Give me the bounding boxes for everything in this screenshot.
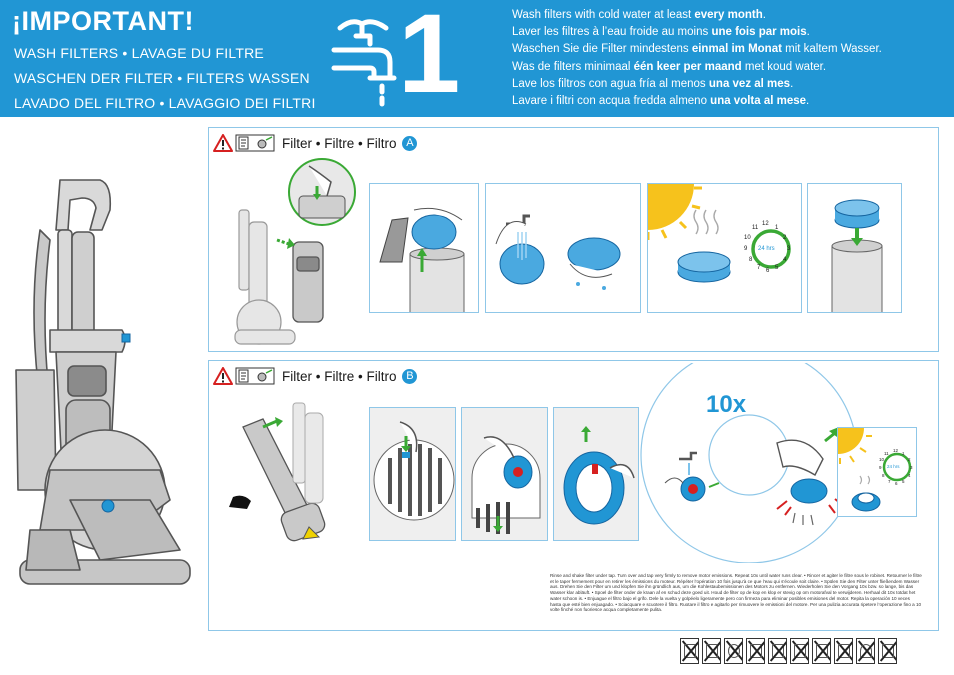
instruction-line: Wash filters with cold water at least ev… xyxy=(512,9,766,21)
step-a-replace xyxy=(807,183,902,313)
vacuum-tilted-illustration xyxy=(229,402,326,542)
step-a-dry: 24 hrs 12 1 2 3 4 5 6 7 8 9 10 11 xyxy=(647,183,802,313)
clock-number: 6 xyxy=(895,481,898,486)
clock-number: 11 xyxy=(752,225,759,231)
subtitle-line: LAVADO DEL FILTRO • LAVAGGIO DEI FILTRI xyxy=(14,95,316,111)
step-a-remove xyxy=(369,183,479,313)
manual-icon xyxy=(235,367,275,385)
clock-icon xyxy=(882,452,912,482)
vacuum-removal-illustration xyxy=(234,209,324,345)
step-number: 1 xyxy=(398,0,461,116)
clock-icon xyxy=(751,229,791,269)
care-symbols xyxy=(680,638,897,664)
clock-number: 9 xyxy=(879,465,882,470)
step-b-lift xyxy=(553,407,639,541)
clock-number: 12 xyxy=(762,221,769,227)
clock-number: 4 xyxy=(783,257,787,263)
instruction-line: Lave los filtros con agua fría al menos … xyxy=(512,77,794,90)
panel-a-title: Filter • Filtre • Filtro A xyxy=(282,136,418,151)
step-b-dry: 24 hrs 12 1 2 3 4 5 6 7 8 9 10 11 xyxy=(837,427,917,517)
no-detergent-icon xyxy=(680,638,699,664)
warning-icon xyxy=(213,134,233,152)
manual-icon xyxy=(235,134,275,152)
subtitle-line: WASH FILTERS • LAVAGE DU FILTRE xyxy=(14,45,264,61)
no-radiator-icon xyxy=(812,638,831,664)
no-dishwasher-icon xyxy=(702,638,721,664)
warning-icons xyxy=(213,367,275,385)
filter-letter-badge: B xyxy=(402,369,418,384)
no-heater-icon xyxy=(834,638,853,664)
clock-number: 6 xyxy=(766,268,770,274)
clock-number: 4 xyxy=(908,473,911,478)
instruction-line: Waschen Sie die Filter mindestens einmal… xyxy=(512,43,882,56)
warning-icon xyxy=(213,367,233,385)
no-washing-machine-icon xyxy=(724,638,743,664)
vacuum-illustration xyxy=(15,179,191,585)
filter-removal-illustration xyxy=(379,207,465,312)
step-a-rinse xyxy=(485,183,641,313)
clock-number: 12 xyxy=(893,448,899,453)
filter-a-location-zoom xyxy=(288,158,356,226)
repeat-count: 10x xyxy=(706,391,747,418)
clock-label: 24 hrs xyxy=(758,246,775,252)
instruction-line: Lavare i filtri con acqua fredda almeno … xyxy=(512,95,810,108)
instruction-line: Was de filters minimaal één keer per maa… xyxy=(512,60,827,73)
clock-number: 1 xyxy=(902,451,905,456)
subtitle-line: WASCHEN DER FILTER • FILTERS WASSEN xyxy=(14,70,310,86)
header-banner: ¡IMPORTANT! WASH FILTERS • LAVAGE DU FIL… xyxy=(0,0,954,117)
no-fire-icon xyxy=(856,638,875,664)
no-dryer-icon xyxy=(746,638,765,664)
step-b-unlock xyxy=(369,407,456,541)
warning-icons xyxy=(213,134,275,152)
water-tap-icon xyxy=(331,19,397,107)
clock-number: 11 xyxy=(884,451,889,456)
clock-number: 5 xyxy=(902,479,905,484)
clock-number: 3 xyxy=(910,465,913,470)
filter-dry-illustration xyxy=(648,184,731,283)
clock-number: 2 xyxy=(908,457,911,462)
clock-number: 2 xyxy=(783,235,787,241)
filter-b-panel: Filter • Filtre • Filtro B xyxy=(208,360,939,631)
clock-number: 7 xyxy=(888,479,891,484)
clock-number: 10 xyxy=(879,457,885,462)
rinse-repeat-ring xyxy=(640,363,858,563)
ball-filter-lift-illustration xyxy=(554,408,638,540)
ball-filter-unlock-illustration xyxy=(370,408,455,540)
clock-number: 3 xyxy=(787,246,791,252)
step-b-remove xyxy=(461,407,548,541)
instruction-list: Wash filters with cold water at least ev… xyxy=(512,7,882,110)
clock-number: 8 xyxy=(882,473,885,478)
clock-number: 8 xyxy=(749,257,753,263)
clock-number: 10 xyxy=(744,235,751,241)
clock-label: 24 hrs xyxy=(887,464,900,469)
sun-icon xyxy=(838,428,872,464)
instruction-line: Laver les filtres à l’eau froide au moin… xyxy=(512,26,810,39)
panel-b-title: Filter • Filtre • Filtro B xyxy=(282,369,418,384)
filter-replace-illustration xyxy=(831,199,883,312)
no-hair-dryer-icon xyxy=(878,638,897,664)
ball-filter-remove-illustration xyxy=(462,408,547,540)
clock-number: 5 xyxy=(775,265,779,271)
clock-number: 9 xyxy=(744,246,748,252)
clock-number: 7 xyxy=(757,265,761,271)
filter-a-panel: Filter • Filtre • Filtro A xyxy=(208,127,939,352)
page-title: ¡IMPORTANT! xyxy=(12,6,194,36)
no-microwave-icon xyxy=(790,638,809,664)
filter-b-dry-illustration xyxy=(838,428,881,512)
clock-number: 1 xyxy=(775,225,779,231)
filter-letter-badge: A xyxy=(402,136,418,151)
rinse-instructions-footnote: Rinse and shake filter under tap. Turn o… xyxy=(550,573,922,613)
filter-rinse-illustration xyxy=(495,214,621,290)
sun-icon xyxy=(648,184,702,240)
no-oven-icon xyxy=(768,638,787,664)
